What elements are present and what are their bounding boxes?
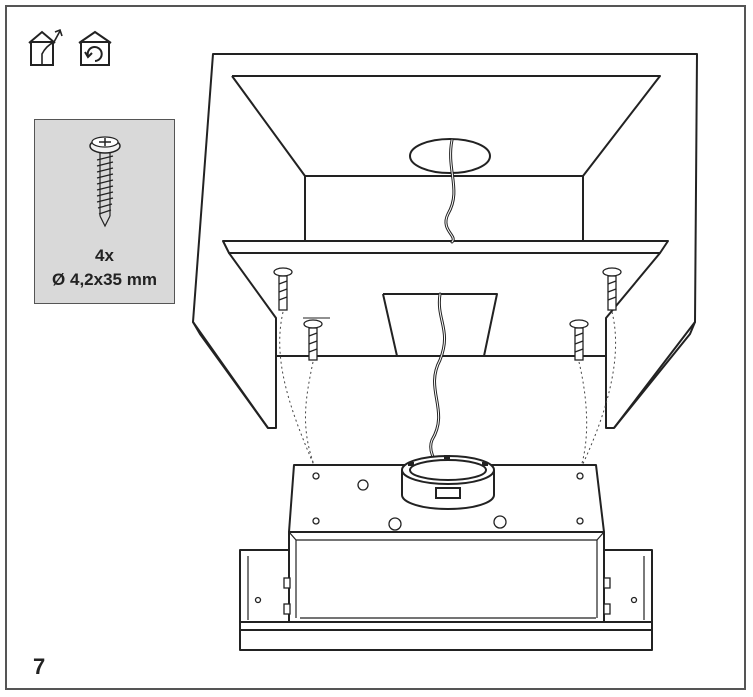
screw-1 (273, 267, 293, 311)
mounting-screws (273, 267, 622, 361)
bottom-opening (383, 293, 498, 357)
screw-info-panel: 4x Ø 4,2x35 mm (34, 119, 175, 304)
duct-collar (401, 455, 495, 510)
step-number: 7 (33, 654, 46, 679)
screw-size: Ø 4,2x35 mm (52, 270, 157, 289)
screw-icon (89, 136, 121, 228)
hood-body (288, 531, 605, 623)
hood-left-side (239, 549, 290, 633)
screw-3 (569, 319, 589, 361)
screw-2 (303, 319, 323, 361)
hood-front-bar (239, 621, 653, 651)
house-with-outlet-arrow-icon (26, 28, 66, 68)
screw-quantity: 4x (95, 246, 114, 265)
house-with-recirculation-icon (76, 28, 116, 68)
cabinet-bottom-panel (222, 240, 669, 254)
screw-4 (602, 267, 622, 311)
hood-right-side (603, 549, 653, 633)
